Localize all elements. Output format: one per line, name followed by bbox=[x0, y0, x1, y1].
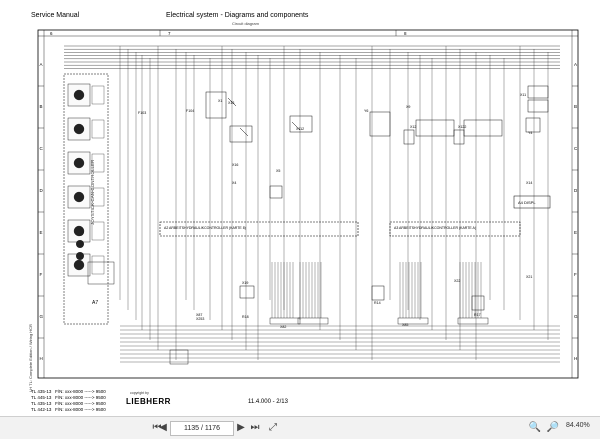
prev-page-icon[interactable]: ◀ bbox=[159, 422, 167, 433]
diagram-subtitle: Circuit diagram bbox=[232, 21, 259, 26]
fit-page-icon[interactable]: ⤢ bbox=[269, 422, 277, 433]
zoom-out-icon[interactable]: 🔍 bbox=[528, 422, 542, 433]
row-letter: F bbox=[574, 272, 577, 277]
joystick-button-icon bbox=[76, 252, 84, 260]
joystick-switch-icon bbox=[73, 191, 85, 203]
row-letter: E bbox=[40, 230, 43, 235]
first-page-icon[interactable]: ⏮ bbox=[152, 422, 162, 433]
row-letter: A bbox=[40, 62, 43, 67]
model-row: TL 435-13 F/N: xxx-8000 -----> 9500 bbox=[31, 401, 106, 406]
component-label: R14 bbox=[374, 301, 381, 305]
row-letter: E bbox=[574, 230, 577, 235]
component-label: X1 bbox=[218, 99, 222, 103]
column-number: 6 bbox=[50, 31, 53, 36]
zoom-in-icon[interactable]: 🔎 bbox=[546, 422, 560, 433]
row-letter: H bbox=[574, 356, 577, 361]
left-margin-note: LH TL: Complete Edition / Wiring HCR bbox=[28, 324, 33, 392]
joystick-switch-icon bbox=[73, 157, 85, 169]
component-label: R18 bbox=[242, 315, 249, 319]
page-number-input[interactable]: 1135 / 1176 bbox=[170, 421, 234, 436]
joystick-switch-icon bbox=[73, 89, 85, 101]
row-letter: D bbox=[574, 188, 578, 193]
model-row: TL 435-13 F/N: xxx-8000 -----> 9500 bbox=[31, 389, 106, 394]
row-letter: G bbox=[40, 314, 44, 319]
joystick-switch-icon bbox=[73, 259, 85, 271]
component-label: R17 bbox=[474, 313, 481, 317]
column-number: 7 bbox=[168, 31, 171, 36]
component-label: X9 bbox=[406, 105, 410, 109]
row-letter: G bbox=[574, 314, 578, 319]
joystick-switch-icon bbox=[73, 123, 85, 135]
joystick-button-icon bbox=[76, 240, 84, 248]
component-label: X19 bbox=[242, 281, 248, 285]
component-label: X13 bbox=[228, 101, 234, 105]
component-label: X253 bbox=[196, 317, 204, 321]
component-label: Y4 bbox=[528, 131, 532, 135]
component-label: X22 bbox=[454, 279, 460, 283]
row-letter: F bbox=[40, 272, 43, 277]
controller-a2-label: A2 ARBEITSHYDRAULIKCONTROLLER (KARTE 8) bbox=[164, 226, 246, 230]
schematic-page: Service Manual Electrical system - Diagr… bbox=[28, 12, 579, 412]
viewer-toolbar: ⏮ ◀ 1135 / 1176 ▶ ⏭ ⤢ 🔍 🔎 84.40% bbox=[0, 416, 600, 439]
row-letter: C bbox=[40, 146, 44, 151]
row-letter: A bbox=[574, 62, 577, 67]
component-label: X21 bbox=[526, 275, 532, 279]
component-label: X12 bbox=[410, 125, 416, 129]
a7-label: A7 bbox=[92, 300, 98, 306]
model-row: TL 442-13 F/N: xxx-8000 -----> 9500 bbox=[31, 407, 106, 412]
component-label: X85 bbox=[402, 323, 408, 327]
last-page-icon[interactable]: ⏭ bbox=[250, 422, 260, 433]
diagram-title: Electrical system - Diagrams and compone… bbox=[166, 12, 309, 19]
column-number: 8 bbox=[404, 31, 407, 36]
component-label: X14 bbox=[526, 181, 532, 185]
component-label: X82 bbox=[280, 325, 286, 329]
manual-title: Service Manual bbox=[31, 12, 80, 19]
row-letter: B bbox=[574, 104, 577, 109]
component-label: X5 bbox=[276, 169, 280, 173]
liebherr-logo: LIEBHERR bbox=[126, 397, 171, 406]
component-label: F104 bbox=[186, 109, 194, 113]
component-label: X4 bbox=[232, 181, 236, 185]
row-letter: H bbox=[40, 356, 43, 361]
component-label: F103 bbox=[138, 111, 146, 115]
document-number: 11.4.000 - 2/13 bbox=[248, 399, 288, 405]
zoom-level[interactable]: 84.40% bbox=[566, 422, 590, 429]
model-row: TL 445-13 F/N: xxx-8000 -----> 9500 bbox=[31, 395, 106, 400]
row-letter: D bbox=[40, 188, 44, 193]
row-letter: C bbox=[574, 146, 578, 151]
row-letter: B bbox=[40, 104, 43, 109]
component-label: X112 bbox=[296, 127, 304, 131]
joystick-button-icon bbox=[76, 228, 84, 236]
joystick-label: JOYSTICK-CAN-CONTROLLER bbox=[90, 159, 95, 225]
component-label: Y6 bbox=[364, 109, 368, 113]
component-label: X11 bbox=[520, 93, 526, 97]
component-label: X16 bbox=[232, 163, 238, 167]
controller-a3-label: A3 ARBEITSHYDRAULIKCONTROLLER (KARTE A) bbox=[394, 226, 476, 230]
component-label: X122 bbox=[458, 125, 466, 129]
display-a4-label: A4 DISPL bbox=[518, 200, 536, 205]
circuit-diagram: 6 7 8A A B B C C D D E E F F G G H H A2 ARBEITSHYDRAULIKCO… bbox=[37, 29, 579, 379]
component-label: X87 bbox=[196, 313, 202, 317]
copyright-text: copyright by bbox=[130, 391, 149, 395]
next-page-icon[interactable]: ▶ bbox=[237, 422, 245, 433]
